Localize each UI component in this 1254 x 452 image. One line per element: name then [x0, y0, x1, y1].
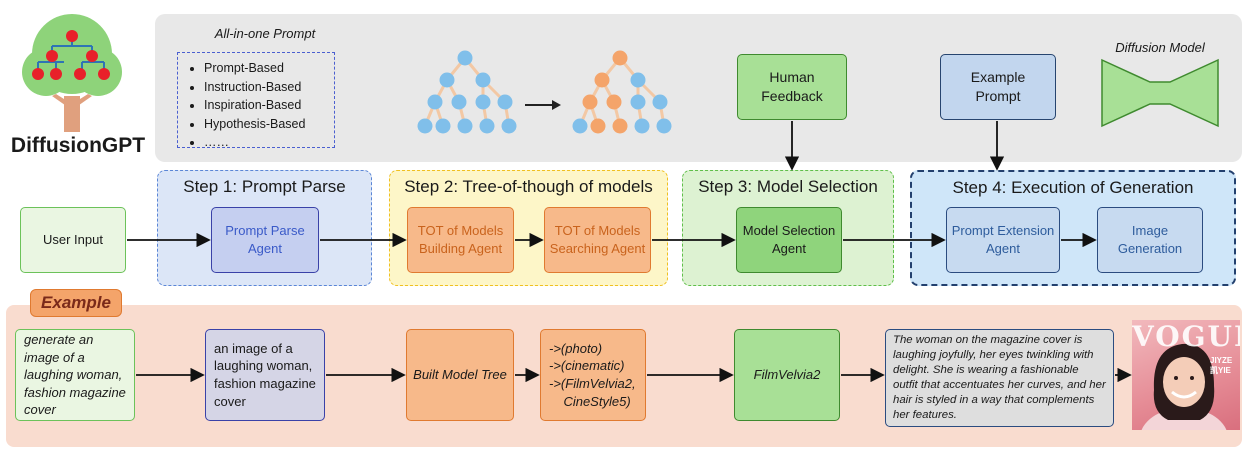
tree-node [501, 118, 517, 134]
prompt-parse-agent-label: Prompt Parse Agent [225, 223, 305, 256]
prompt-parse-agent-box: Prompt Parse Agent [211, 207, 319, 273]
human-feedback-box: Human Feedback [737, 54, 847, 120]
tot-searching-agent-box: TOT of Models Searching Agent [544, 207, 651, 273]
prompt-types-list: Prompt-BasedInstruction-BasedInspiration… [178, 59, 334, 152]
image-generation-label: Image Generation [1117, 223, 1183, 256]
prompt-extension-agent-label: Prompt Extension Agent [951, 223, 1055, 256]
tree-node [497, 94, 513, 110]
example-tree-box: Built Model Tree [406, 329, 514, 421]
tot-building-agent-box: TOT of Models Building Agent [407, 207, 514, 273]
tree-node [439, 72, 455, 88]
logo-title: DiffusionGPT [10, 134, 146, 157]
diffusiongpt-logo [12, 10, 142, 135]
tree-node [652, 94, 668, 110]
human-feedback-label: Human Feedback [761, 69, 823, 104]
diffusion-model-label: Diffusion Model [1115, 40, 1205, 55]
magazine-masthead: VOGUE [1132, 320, 1240, 353]
tree-node [475, 72, 491, 88]
prompt-type-item: …… [204, 133, 334, 152]
tree-node [435, 118, 451, 134]
tree-node [457, 118, 473, 134]
example-input-text: generate an image of a laughing woman, f… [24, 332, 126, 418]
example-label: Example [41, 293, 111, 312]
tree-node [630, 94, 646, 110]
tree-search-illustration [417, 50, 672, 134]
step3-title: Step 3: Model Selection [698, 177, 878, 196]
tree-logo-icon [22, 14, 122, 132]
tree-node [612, 118, 628, 134]
tree-node [594, 72, 610, 88]
magazine-cover-text: JIYZE 凯YIE [1210, 356, 1233, 375]
prompt-type-item: Hypothesis-Based [204, 115, 334, 134]
prompt-title: All-in-one Prompt [214, 26, 316, 41]
tree-node [457, 50, 473, 66]
tree-node [630, 72, 646, 88]
prompt-type-item: Inspiration-Based [204, 96, 334, 115]
tree-node [475, 94, 491, 110]
tree-before-icon [417, 50, 517, 134]
example-model-text: FilmVelvia2 [753, 367, 821, 383]
tree-node [590, 118, 606, 134]
step1-title: Step 1: Prompt Parse [183, 177, 346, 196]
arrow-right-icon [525, 100, 561, 110]
example-prompt-box: Example Prompt [940, 54, 1056, 120]
tree-node [656, 118, 672, 134]
example-model-box: FilmVelvia2 [734, 329, 840, 421]
example-path-box: ->(photo) ->(cinematic) ->(FilmVelvia2, … [540, 329, 646, 421]
top-panel [155, 14, 1242, 162]
example-parsed-text: an image of a laughing woman, fashion ma… [214, 340, 316, 409]
example-path-text: ->(photo) ->(cinematic) ->(FilmVelvia2, … [549, 340, 636, 409]
prompt-type-item: Instruction-Based [204, 78, 334, 97]
tree-node [634, 118, 650, 134]
tree-after-icon [572, 50, 672, 134]
magazine-cover-image: VOGUE JIYZE 凯YIE [1132, 320, 1240, 430]
model-selection-agent-label: Model Selection Agent [742, 223, 836, 256]
tree-node [479, 118, 495, 134]
diffusion-model-icon [1101, 58, 1219, 128]
tree-node [572, 118, 588, 134]
example-prompt-label: Example Prompt [970, 69, 1026, 104]
example-label-badge: Example [30, 289, 122, 317]
example-input-box: generate an image of a laughing woman, f… [15, 329, 135, 421]
image-generation-box: Image Generation [1097, 207, 1203, 273]
tree-node [612, 50, 628, 66]
tot-searching-agent-label: TOT of Models Searching Agent [549, 223, 646, 256]
step4-title: Step 4: Execution of Generation [952, 178, 1194, 197]
prompt-extension-agent-box: Prompt Extension Agent [946, 207, 1060, 273]
example-tree-text: Built Model Tree [413, 367, 507, 383]
model-selection-agent-box: Model Selection Agent [736, 207, 842, 273]
tree-node [417, 118, 433, 134]
user-input-label: User Input [43, 232, 103, 248]
example-extended-text: The woman on the magazine cover is laugh… [893, 334, 1106, 422]
user-input-box: User Input [20, 207, 126, 273]
tot-building-agent-label: TOT of Models Building Agent [417, 223, 504, 256]
tree-node [582, 94, 598, 110]
prompt-type-item: Prompt-Based [204, 59, 334, 78]
tree-node [427, 94, 443, 110]
example-parsed-box: an image of a laughing woman, fashion ma… [205, 329, 325, 421]
tree-node [606, 94, 622, 110]
prompt-types-box: Prompt-BasedInstruction-BasedInspiration… [177, 52, 335, 149]
example-extended-box: The woman on the magazine cover is laugh… [885, 329, 1114, 427]
tree-node [451, 94, 467, 110]
step2-title: Step 2: Tree-of-though of models [404, 177, 653, 196]
